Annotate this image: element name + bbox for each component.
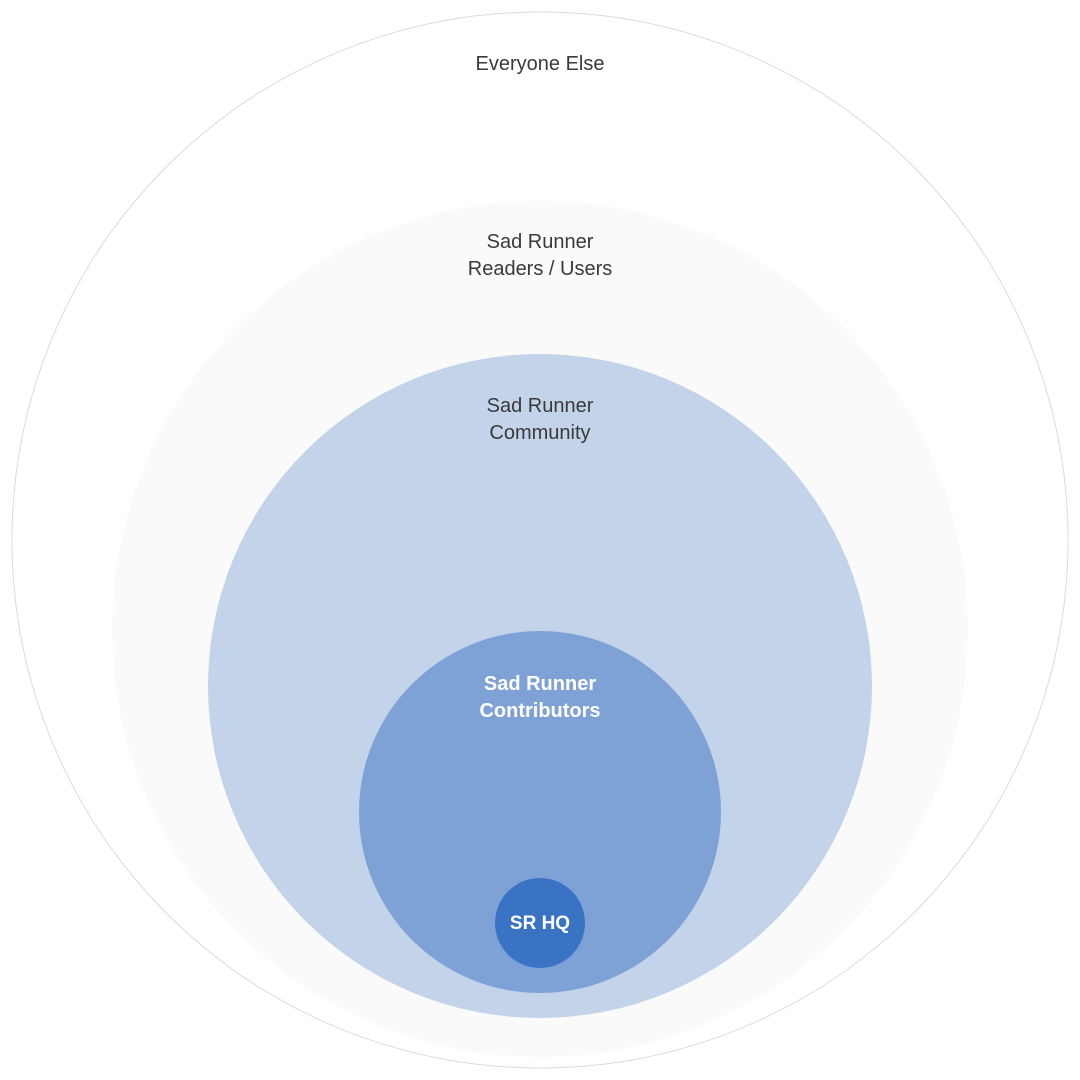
- label-contributors: Sad Runner Contributors: [330, 671, 750, 725]
- label-hq: SR HQ: [330, 910, 750, 937]
- label-everyone-else-line-1: Everyone Else: [475, 53, 605, 75]
- label-community-line-1: Sad Runner: [486, 395, 594, 417]
- label-hq-line-1: SR HQ: [509, 913, 571, 934]
- label-community: Sad Runner Community: [330, 393, 750, 447]
- ring-hq: [495, 878, 585, 968]
- label-readers-users-line-1: Sad Runner: [486, 231, 594, 253]
- label-readers-users: Sad Runner Readers / Users: [330, 229, 750, 283]
- label-everyone-else: Everyone Else: [330, 51, 750, 78]
- label-community-line-2: Community: [489, 422, 591, 444]
- ring-contributors: [359, 631, 721, 993]
- label-readers-users-line-2: Readers / Users: [467, 258, 613, 280]
- label-contributors-line-2: Contributors: [479, 700, 601, 722]
- label-contributors-line-1: Sad Runner: [483, 673, 597, 695]
